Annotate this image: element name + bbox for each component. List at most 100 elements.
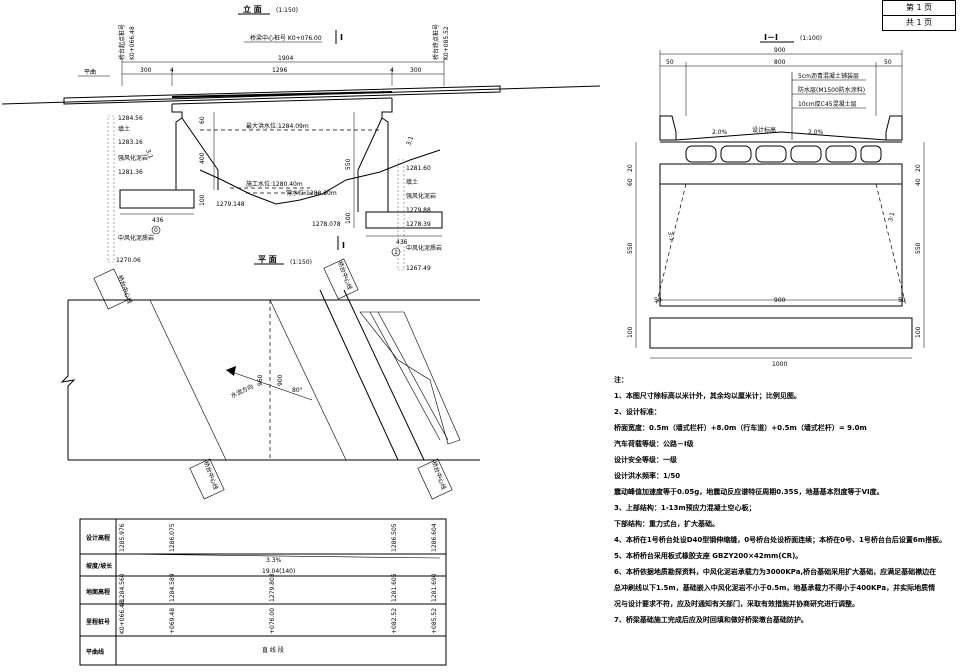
section-scale: (1:100): [800, 35, 822, 42]
section-mark-top: I: [340, 33, 343, 42]
notes-title: 注：: [614, 376, 628, 384]
station-1: K0+066.48: [119, 600, 126, 634]
left-geo-4: 1270.06: [116, 257, 141, 264]
dim-right: 300: [410, 67, 422, 74]
dim-436a: 436: [152, 217, 164, 224]
ground-label: 平曲: [84, 68, 96, 76]
left-geo-label-3: 中风化泥质岩: [118, 234, 154, 242]
dim-60: 60: [199, 116, 206, 124]
sec-dim-50b: 50: [884, 59, 892, 66]
row-curve: 平曲线: [86, 648, 104, 656]
plan-scale: (1:150): [290, 259, 312, 266]
right-geo-label-3: 中风化泥质岩: [406, 244, 442, 252]
sec-dim-40-r: 40: [915, 178, 922, 186]
elevation-scale: (1:150): [276, 7, 298, 14]
layer-3: 10cm厚C45混凝土层: [798, 100, 857, 108]
row-ground-elev: 地面高程: [86, 588, 110, 596]
sec-slope-l: 3:1: [666, 231, 675, 242]
sec-dim-1000: 1000: [772, 361, 787, 368]
note-line: 1、本图尺寸除标高以米计外，其余均以厘米计；比例见图。: [614, 392, 801, 400]
sec-dim-550-r: 550: [915, 242, 922, 254]
ground-elev-4: 1281.605: [391, 573, 398, 602]
ground-elev-3: 1279.803: [269, 573, 276, 602]
sec-slope-r: 3:1: [887, 211, 896, 222]
slope-length: 19.04(140): [262, 568, 295, 575]
note-line: 设计安全等级：一级: [614, 456, 677, 464]
page-total: 共 1 页: [905, 18, 933, 27]
dim-left: 300: [140, 67, 152, 74]
ground-elev-5: 1281.690: [431, 573, 438, 602]
center-stake: 桥梁中心桩号 K0+076.00: [250, 34, 322, 42]
right-geo-label-2: 强风化泥岩: [406, 192, 436, 200]
station-5: +085.52: [431, 608, 438, 634]
note-line: 震动峰值加速度等于0.05g，地震动反应谱特征周期0.35S，地基基本烈度等于V…: [614, 488, 884, 496]
right-stake-label: 桥台终点桩号: [432, 24, 440, 60]
row-design-elev: 设计高程: [86, 534, 110, 542]
dim-4a: 4: [170, 67, 174, 74]
note-line: 4、本桥在1号桥台处设D40型钢伸缩缝，0号桥台处设桥面连续；本桥在0号、1号桥…: [614, 536, 947, 544]
left-geo-1: 1284.56: [118, 115, 143, 122]
page-number: 第 1 页: [883, 1, 955, 16]
sec-dim-800: 800: [774, 59, 786, 66]
right-geo-1: 1281.60: [406, 165, 431, 172]
profile-table: 设计高程 坡度/坡长 地面高程 里程桩号 平曲线 3.3% 19.04(140)…: [79, 518, 447, 666]
dim-400: 400: [199, 152, 206, 164]
ground-elev-2: 1284.589: [169, 573, 176, 602]
note-line: 况与设计要求不符，应及时通知有关部门，采取有效措施并协商研究进行调整。: [614, 600, 859, 608]
dim-100b: 100: [345, 212, 352, 224]
dim-100: 100: [199, 194, 206, 206]
design-elev-4: 1286.604: [431, 523, 438, 552]
dim-550: 550: [345, 158, 352, 170]
right-geo-2: 1279.88: [406, 207, 431, 214]
construction-level: 施工水位:1280.40m: [246, 180, 303, 188]
dim-span: 1296: [272, 67, 287, 74]
station-4: +082.52: [391, 608, 398, 634]
sec-dim-100-l: 100: [627, 326, 634, 338]
left-stake-label: 桥台起点桩号: [118, 24, 126, 60]
pier-no-right: 1: [394, 249, 398, 256]
flow-label: 水流方向: [229, 382, 254, 399]
elevation-view: 立 面 (1:150) 桥梁中心桩号 K0+076.00 I 桥台起点桩号 K0…: [1, 4, 601, 272]
layer-2: 防水层(M1500防水涂料): [798, 86, 865, 94]
bottom-right-elev: 1278.078: [312, 221, 341, 228]
page-box: 第 1 页 共 1 页: [882, 0, 956, 31]
note-line: 总冲刷线以下1.5m，基础嵌入中风化泥岩不小于0.5m，地基承载力不得小于400…: [614, 584, 936, 592]
note-line: 2、设计标准：: [614, 408, 661, 416]
sec-dim-100-r: 100: [915, 326, 922, 338]
right-geo-3: 1278.39: [406, 221, 431, 228]
sec-dim-50a: 50: [666, 59, 674, 66]
row-grade: 坡度/坡长: [86, 562, 113, 570]
sec-dim-550-l: 550: [627, 242, 634, 254]
left-stake: K0+066.48: [129, 26, 136, 60]
normal-level: 常水位:1280.20m: [286, 189, 337, 197]
dim-total: 1904: [278, 55, 293, 62]
station-2: +069.48: [169, 608, 176, 634]
plan-title: 平 面: [258, 255, 277, 264]
sec-dim-50d: 50: [898, 297, 906, 304]
left-geo-label-1: 填土: [118, 125, 130, 133]
left-geo-label-2: 强风化泥岩: [118, 154, 148, 162]
left-geo-2: 1283.16: [118, 139, 143, 146]
left-geo-3: 1281.36: [118, 169, 143, 176]
plan-dim-960: 960: [257, 374, 264, 386]
pier-no-left: 0: [154, 227, 158, 234]
grade-value: 3.3%: [266, 557, 282, 564]
right-geo-4: 1267.49: [406, 265, 431, 272]
sec-dim-900: 900: [774, 47, 786, 54]
slope-right: 3:1: [405, 135, 415, 147]
note-line: 7、桥梁基础施工完成后应及时回填和做好桥梁墩台基础防护。: [614, 616, 808, 624]
notes: 注： 1、本图尺寸除标高以米计外，其余均以厘米计；比例见图。 2、设计标准： 桥…: [614, 372, 954, 628]
plan-view: 平 面 (1:150) 水流方向 960 900 80° 桥台中心线 桥台中心线…: [60, 255, 480, 500]
right-stake: K0+085.52: [443, 26, 450, 60]
bottom-left-elev: 1279.148: [216, 201, 245, 208]
section-view: I－I (1:100) 900 800 50 50 5cm沥青混凝土铺装层 防水…: [627, 33, 925, 368]
center-label: 设计标高: [752, 126, 776, 134]
cross-slope-r: 2.0%: [808, 129, 824, 136]
max-flood-level: 最大洪水位:1284.09m: [246, 122, 309, 130]
note-line: 桥面宽度：0.5m（墙式栏杆）+8.0m（行车道）+0.5m（墙式栏杆）= 9.…: [614, 424, 867, 432]
right-geo-label-1: 填土: [406, 178, 418, 186]
note-line: 6、本桥依据地质勘探资料，中风化泥岩承载力为3000KPa,桥台基础采用扩大基础…: [614, 568, 937, 576]
station-3: +076.00: [269, 608, 276, 634]
sec-dim-50c: 50: [654, 297, 662, 304]
